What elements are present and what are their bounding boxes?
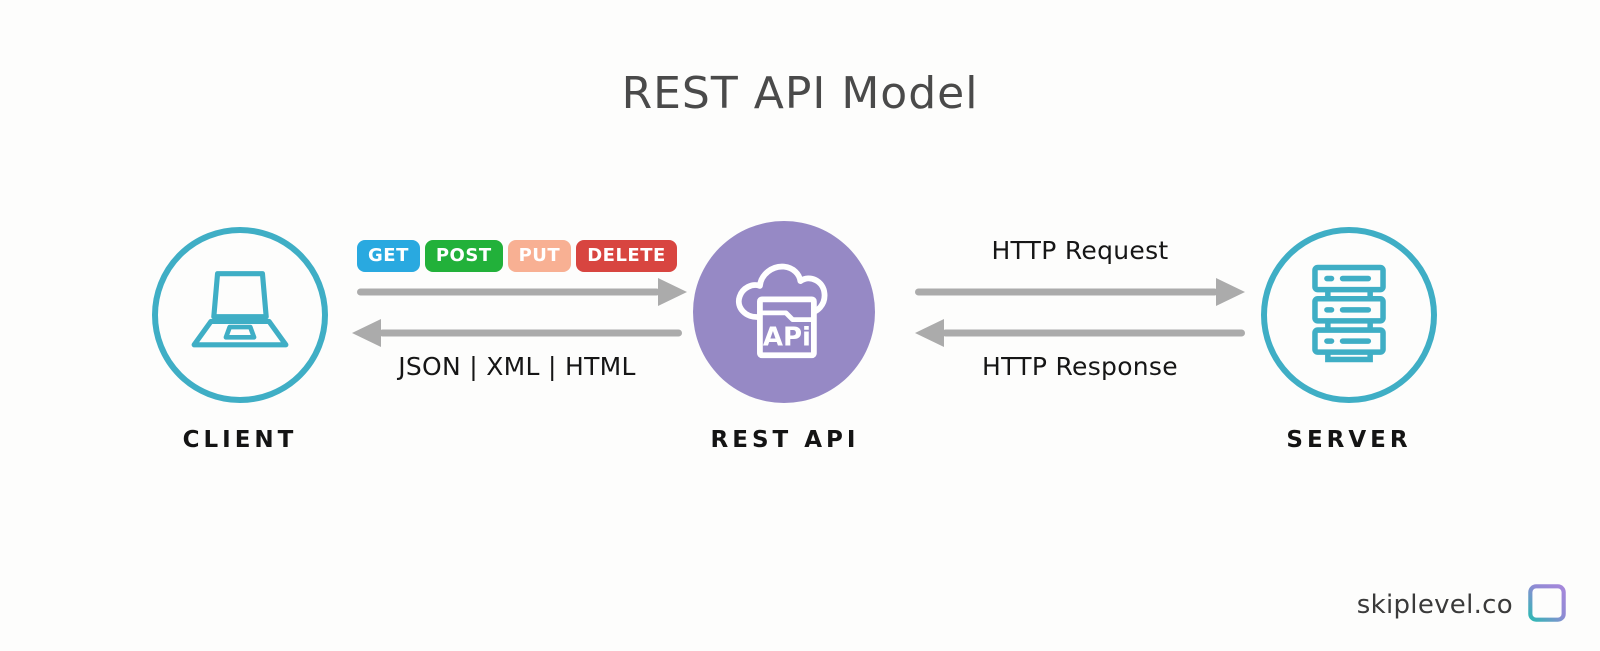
http-method-badges: GET POST PUT DELETE [357,240,677,272]
badge-put: PUT [507,240,572,272]
badge-delete: DELETE [576,240,677,272]
api-cloud-icon: APi [731,257,837,367]
server-label: SERVER [1286,427,1412,453]
rest-api-label: REST API [710,427,860,453]
arrow-right-api-to-server [915,277,1245,307]
http-response-label: HTTP Response [982,352,1178,381]
laptop-icon [182,268,298,362]
page-title: REST API Model [621,68,979,119]
arrow-right-icon [357,278,687,306]
server-node [1261,227,1437,403]
arrow-left-api-to-client [352,318,682,348]
client-label: CLIENT [182,427,298,453]
arrow-left-icon [352,319,682,347]
skiplevel-logo-icon [1527,583,1567,627]
footer-brand: skiplevel.co [1357,583,1567,627]
arrow-right-icon [915,278,1245,306]
server-rack-icon [1303,262,1395,369]
api-icon-text: APi [763,323,811,353]
badge-get: GET [357,240,420,272]
client-node [152,227,328,403]
rest-api-node: APi [693,221,875,403]
response-formats-label: JSON | XML | HTML [398,352,636,381]
arrow-left-server-to-api [915,318,1245,348]
http-request-label: HTTP Request [991,236,1169,265]
arrow-right-client-to-api [357,277,687,307]
badge-post: POST [424,240,503,272]
brand-name: skiplevel.co [1356,590,1513,620]
arrow-left-icon [915,319,1245,347]
